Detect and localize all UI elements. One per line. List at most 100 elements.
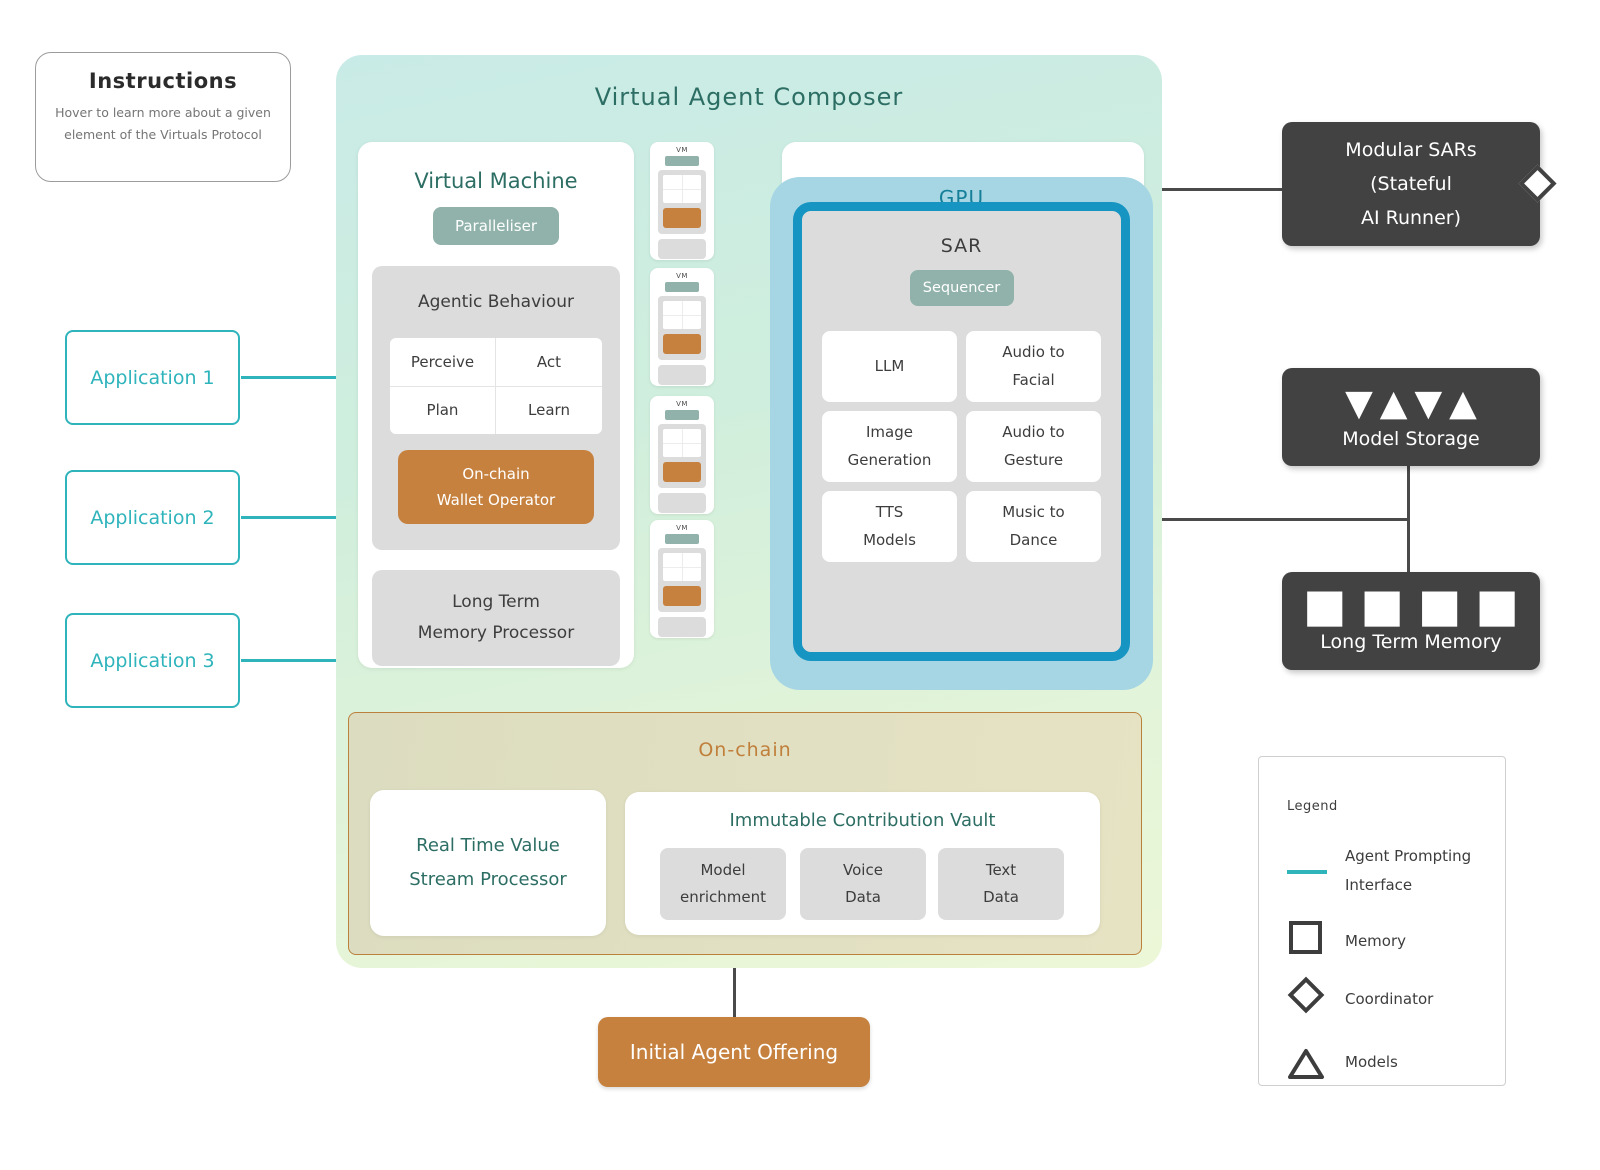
instructions-title: Instructions [88, 69, 238, 93]
instructions-body: Hover to learn more about a given elemen… [36, 102, 290, 146]
vm-card-3[interactable]: VM [650, 396, 714, 514]
legend-item-coordinator: Coordinator [1345, 990, 1434, 1008]
vm-grid-icon [663, 429, 701, 457]
modular-sars-node[interactable]: Modular SARs (Stateful AI Runner) [1282, 122, 1540, 246]
immutable-contribution-vault-node[interactable]: Immutable Contribution Vault Model enric… [625, 792, 1100, 935]
connector-application-3 [241, 659, 338, 662]
vm-chip-icon [665, 534, 699, 544]
vm-orange-bar-icon [663, 334, 701, 354]
modular-sars-line-3: AI Runner) [1360, 207, 1462, 230]
chip-voice-data[interactable]: Voice Data [800, 848, 926, 920]
module-music-to-dance[interactable]: Music to Dance [966, 491, 1101, 562]
agentic-behaviour-node[interactable]: Agentic Behaviour Perceive Act Plan Lear… [372, 266, 620, 550]
connector-application-2 [241, 516, 338, 519]
module-tts-line1: TTS [875, 502, 904, 521]
connector-gpu-to-modular-sars [1153, 188, 1282, 191]
connector-application-1 [241, 376, 338, 379]
long-term-memory-node[interactable]: ■■■■ Long Term Memory [1282, 572, 1540, 670]
connector-onchain-to-iao [733, 955, 736, 1017]
module-audio-facial-line1: Audio to [1002, 342, 1065, 361]
ltmp-line-1: Long Term [452, 591, 540, 612]
chip-model-enrichment[interactable]: Model enrichment [660, 848, 786, 920]
vm-footer-bar-icon [658, 493, 706, 513]
onchain-title: On-chain [698, 739, 792, 761]
model-triangles-icon: ▼▲▼▲ [1345, 383, 1484, 424]
vm-card-1[interactable]: VM [650, 142, 714, 260]
vm-chip-icon [665, 156, 699, 166]
vm-card-1-label: VM [676, 146, 688, 154]
vm-card-4[interactable]: VM [650, 520, 714, 638]
module-image-gen-line1: Image [866, 422, 913, 441]
module-audio-to-gesture[interactable]: Audio to Gesture [966, 411, 1101, 482]
instructions-line-2: element of the Virtuals Protocol [64, 126, 262, 142]
module-music-dance-line2: Dance [1009, 530, 1058, 549]
module-music-dance-line1: Music to [1002, 502, 1065, 521]
module-tts-line2: Models [863, 530, 916, 549]
iao-label: Initial Agent Offering [629, 1040, 839, 1064]
module-tts-models[interactable]: TTS Models [822, 491, 957, 562]
chip-model-line1: Model [700, 861, 746, 879]
onchain-wallet-operator-button[interactable]: On-chain Wallet Operator [398, 450, 594, 524]
initial-agent-offering-button[interactable]: Initial Agent Offering [598, 1017, 870, 1087]
application-3-label: Application 3 [90, 649, 215, 672]
models-triangle-icon [1288, 1049, 1324, 1079]
vm-card-2-label: VM [676, 272, 688, 280]
modular-sars-line-1: Modular SARs [1345, 138, 1477, 161]
agentic-cell-act[interactable]: Act [496, 338, 602, 387]
vm-card-body [658, 296, 706, 360]
gpu-node[interactable]: GPU SAR Sequencer LLM Audio to Facial Im… [770, 177, 1153, 690]
legend-item-memory: Memory [1345, 932, 1407, 950]
model-storage-node[interactable]: ▼▲▼▲ Model Storage [1282, 368, 1540, 466]
memory-square-icon [1289, 921, 1322, 954]
modular-sars-line-2: (Stateful [1370, 172, 1452, 195]
legend-agent-prompting-line1: Agent Prompting [1345, 847, 1472, 865]
instructions-panel: Instructions Hover to learn more about a… [35, 52, 291, 182]
legend-title: Legend [1287, 799, 1338, 814]
agentic-cell-learn[interactable]: Learn [528, 401, 570, 420]
module-audio-gesture-line2: Gesture [1003, 450, 1064, 469]
agentic-cell-plan[interactable]: Plan [390, 386, 496, 434]
vm-orange-bar-icon [663, 586, 701, 606]
wallet-line-2: Wallet Operator [436, 491, 556, 509]
legend-item-models: Models [1345, 1053, 1398, 1071]
vm-card-body [658, 424, 706, 488]
memory-squares-icon: ■■■■ [1303, 578, 1533, 633]
module-image-gen-line2: Generation [847, 450, 932, 469]
rtvsp-line-2: Stream Processor [409, 869, 567, 890]
chip-voice-line2: Data [845, 888, 881, 906]
connector-composer-to-storage [1162, 518, 1409, 521]
vm-card-4-label: VM [676, 524, 688, 532]
vault-title: Immutable Contribution Vault [729, 810, 996, 831]
vm-card-2[interactable]: VM [650, 268, 714, 386]
module-llm[interactable]: LLM [822, 331, 957, 402]
application-3-node[interactable]: Application 3 [65, 613, 240, 708]
real-time-value-stream-processor-node[interactable]: Real Time Value Stream Processor [370, 790, 606, 936]
sequencer-badge[interactable]: Sequencer [909, 270, 1014, 306]
paralleliser-badge[interactable]: Paralleliser [433, 207, 559, 245]
instructions-line-1: Hover to learn more about a given [55, 105, 271, 120]
module-audio-gesture-line1: Audio to [1002, 422, 1065, 441]
vm-card-3-label: VM [676, 400, 688, 408]
sar-node[interactable]: SAR Sequencer LLM Audio to Facial Image … [793, 202, 1130, 661]
ltmp-line-2: Memory Processor [417, 623, 575, 643]
module-audio-to-facial[interactable]: Audio to Facial [966, 331, 1101, 402]
agentic-behaviour-title: Agentic Behaviour [417, 292, 575, 312]
application-2-node[interactable]: Application 2 [65, 470, 240, 565]
legend-agent-prompting-line2: Interface [1345, 876, 1413, 895]
sar-module-grid: LLM Audio to Facial Image Generation Aud… [822, 331, 1101, 562]
application-1-node[interactable]: Application 1 [65, 330, 240, 425]
chip-text-data[interactable]: Text Data [938, 848, 1064, 920]
agentic-cell-perceive[interactable]: Perceive [390, 338, 496, 387]
agentic-behaviour-grid: Perceive Act Plan Learn [390, 338, 602, 434]
vm-orange-bar-icon [663, 208, 701, 228]
vm-grid-icon [663, 175, 701, 203]
module-llm-line1: LLM [874, 356, 905, 375]
long-term-memory-processor-node[interactable]: Long Term Memory Processor [372, 570, 620, 666]
chip-text-line2: Data [983, 888, 1019, 906]
vm-card-body [658, 548, 706, 612]
module-image-generation[interactable]: Image Generation [822, 411, 957, 482]
vm-grid-icon [663, 553, 701, 581]
sar-title: SAR [940, 235, 983, 257]
connector-storage-to-memory [1407, 465, 1410, 573]
